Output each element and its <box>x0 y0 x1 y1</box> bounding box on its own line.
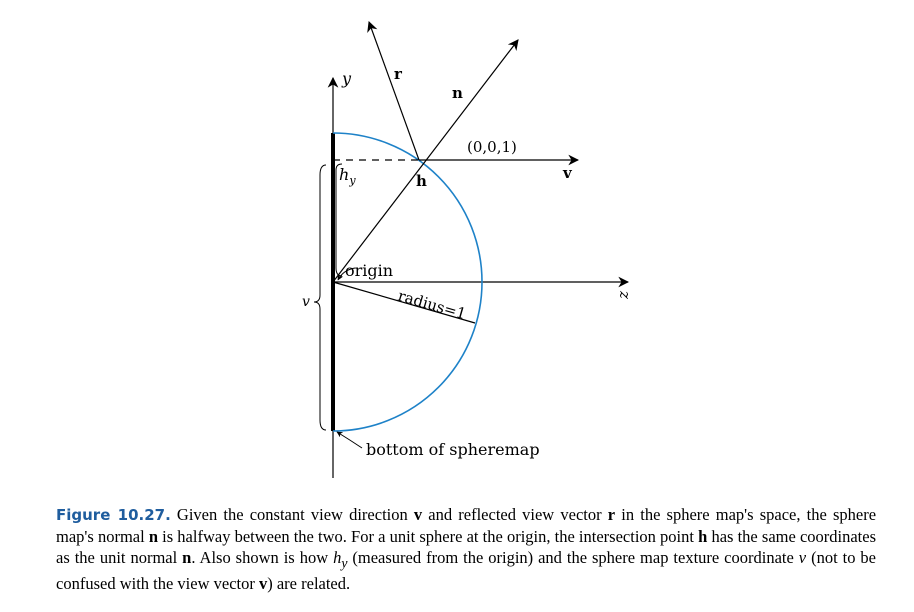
reflected-vector-r <box>367 20 420 161</box>
sphere-map-diagram: y z r n (0,0,1) v h hy origin radius=1 v… <box>302 20 634 478</box>
radius-label: radius=1 <box>396 287 468 324</box>
radius-line <box>332 281 476 324</box>
bottom-pointer <box>336 431 363 449</box>
figure-caption: Figure 10.27. Given the constant view di… <box>56 505 877 594</box>
v-vector-label: v <box>562 164 573 182</box>
origin-pointer <box>337 267 356 281</box>
r-vector-label: r <box>394 65 403 83</box>
hy-subscript: y <box>348 174 356 187</box>
n-vector-label: n <box>452 84 463 102</box>
origin-label: origin <box>345 261 393 280</box>
view-vector-coords: (0,0,1) <box>467 138 517 156</box>
sphere-arc <box>332 132 483 432</box>
v-coord-label: v <box>302 294 310 310</box>
normal-vector-n <box>332 39 519 283</box>
hy-label: hy <box>339 165 356 187</box>
h-point-label: h <box>416 172 427 190</box>
z-axis-label: z <box>616 290 634 299</box>
v-brace <box>313 164 327 431</box>
y-axis-label: y <box>341 69 352 88</box>
figure-number: Figure 10.27. <box>56 506 171 524</box>
bottom-label: bottom of spheremap <box>366 440 540 459</box>
